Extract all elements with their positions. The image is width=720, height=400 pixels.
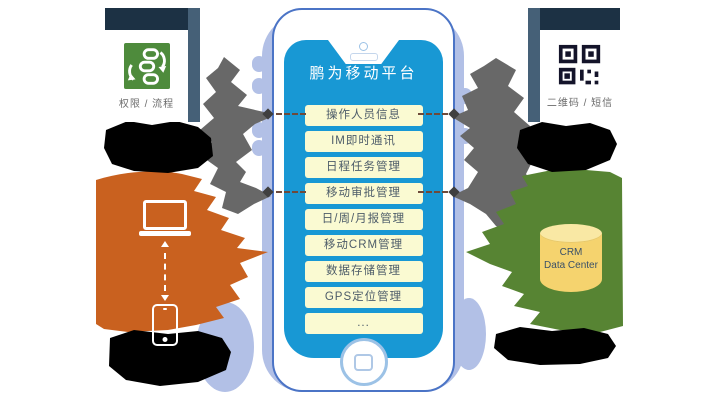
right-box-edge [528,8,540,122]
feature-button-reports[interactable]: 日/周/月报管理 [304,209,423,230]
illegible-text-blob-left-bottom [109,330,231,386]
left-box-edge [188,8,200,122]
database-cylinder-icon: CRM Data Center [540,224,602,292]
side-button-icon [252,140,266,156]
feature-button-im[interactable]: IM即时通讯 [304,131,423,152]
illegible-text-blob-right-bottom [494,327,616,365]
connector-dash-left-row1 [276,113,306,115]
sync-arrow-down-icon [161,295,169,301]
right-info-box: 二维码 / 短信 [528,8,620,122]
gray-arrow-left [200,57,271,214]
illegible-text-blob-left-top [104,121,213,173]
volume-button-icon [252,56,266,72]
feature-button-gps[interactable]: GPS定位管理 [304,287,423,308]
workflow-icon [123,42,170,89]
feature-menu: 操作人员信息 IM即时通讯 日程任务管理 移动审批管理 日/周/月报管理 移动C… [304,105,423,339]
illegible-text-blob-right-top [517,122,617,172]
right-info-card: 二维码 / 短信 [540,30,620,122]
camera-dot-icon [359,41,368,51]
platform-title: 鹏为移动平台 [309,65,418,82]
database-label-line1: CRM [559,247,583,258]
left-info-box: 权限 / 流程 [105,8,200,122]
orange-panel-shape [96,171,268,332]
feature-button-operator-info[interactable]: 操作人员信息 [304,105,423,126]
volume-button-icon [252,78,266,94]
pc-mobile-sync-group [134,200,196,346]
casing-flare-right [452,298,486,370]
feature-button-schedule[interactable]: 日程任务管理 [304,157,423,178]
feature-button-crm[interactable]: 移动CRM管理 [304,235,423,256]
right-card-caption: 二维码 / 短信 [546,97,614,109]
connector-dash-right-row4 [418,191,448,193]
laptop-icon [139,200,191,236]
speaker-slot-icon [349,52,378,61]
left-card-caption: 权限 / 流程 [118,98,175,110]
smartphone-icon [152,304,178,346]
connector-dash-left-row4 [276,191,306,193]
side-button-icon [252,122,266,138]
feature-button-approval[interactable]: 移动审批管理 [304,183,423,204]
connector-dash-right-row1 [418,113,448,115]
database-label-line2: Data Center [544,260,598,271]
sync-arrow-up-icon [161,241,169,247]
sync-arrow-icon [164,253,166,291]
home-button-icon [339,338,388,386]
qr-code-icon [558,44,601,84]
left-info-card: 权限 / 流程 [105,30,188,122]
feature-button-more[interactable]: ... [304,313,423,334]
smartphone-frame: 鹏为移动平台 操作人员信息 IM即时通讯 日程任务管理 移动审批管理 日/周/月… [272,8,455,392]
feature-button-data-storage[interactable]: 数据存储管理 [304,261,423,282]
